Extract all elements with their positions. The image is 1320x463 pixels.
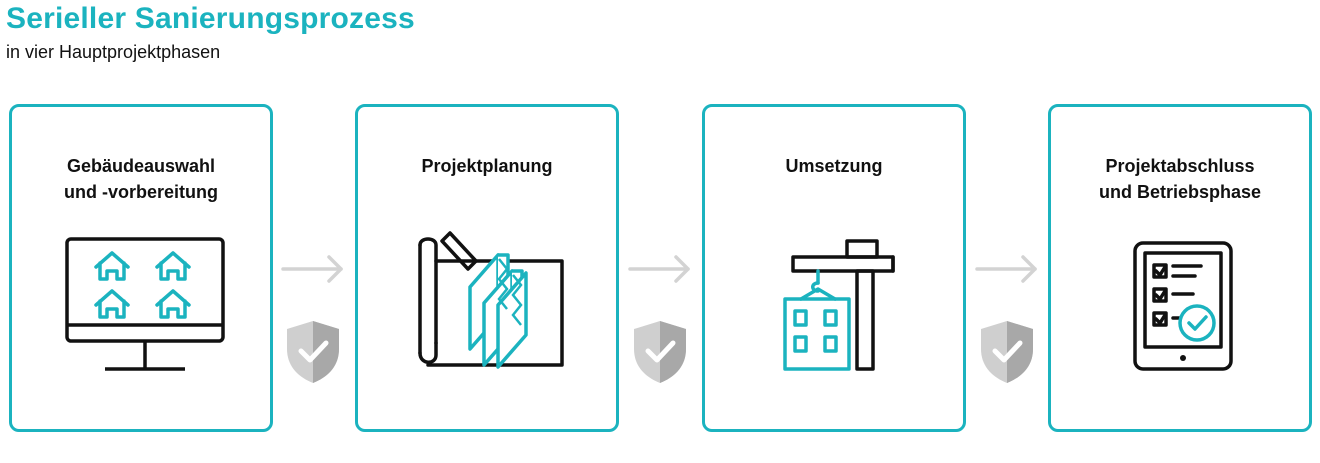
phase-card-project-completion: Projektabschluss und Betriebsphase — [1048, 104, 1312, 432]
arrow-right-icon — [975, 255, 1037, 283]
phase-label: Projektabschluss und Betriebsphase — [1098, 156, 1262, 202]
process-connector — [628, 255, 690, 383]
phase-card-implementation: Umsetzung — [702, 104, 966, 432]
phase-label: Gebäudeauswahl und -vorbereitung — [64, 156, 218, 202]
page-title: Serieller Sanierungsprozess — [6, 2, 415, 35]
tablet-checklist-icon — [1133, 241, 1233, 371]
arrow-right-icon — [281, 255, 343, 283]
process-connector — [975, 255, 1037, 383]
phase-card-building-selection: Gebäudeauswahl und -vorbereitung — [9, 104, 273, 432]
phase-label: Umsetzung — [785, 156, 883, 176]
shield-check-icon — [287, 321, 339, 383]
blueprint-modules-icon — [418, 231, 564, 369]
phase-card-project-planning: Projektplanung — [355, 104, 619, 432]
shield-check-icon — [981, 321, 1033, 383]
crane-building-icon — [783, 239, 895, 371]
monitor-houses-icon — [65, 237, 225, 371]
process-connector — [281, 255, 343, 383]
page-subtitle: in vier Hauptprojektphasen — [6, 42, 221, 62]
phase-label: Projektplanung — [421, 156, 553, 176]
arrow-right-icon — [628, 255, 690, 283]
shield-check-icon — [634, 321, 686, 383]
